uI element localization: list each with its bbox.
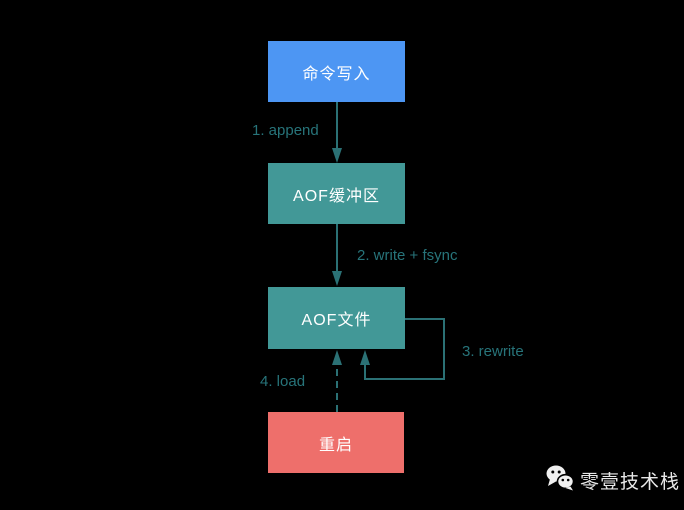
arrow-write-fsync	[332, 224, 342, 286]
node-aof-file-label: AOF文件	[301, 312, 372, 329]
edge-label-append: 1. append	[252, 122, 319, 139]
edge-label-write-fsync: 2. write + fsync	[357, 247, 458, 264]
node-command-write: 命令写入	[268, 41, 405, 102]
node-aof-buffer-label: AOF缓冲区	[293, 187, 380, 205]
node-aof-buffer: AOF缓冲区	[268, 163, 405, 224]
arrow-rewrite-loop	[360, 318, 445, 380]
edge-label-load: 4. load	[260, 373, 306, 390]
watermark: 零壹技术栈	[546, 464, 680, 496]
arrow-load	[332, 350, 342, 412]
edge-label-rewrite: 3. rewrite	[462, 343, 524, 360]
watermark-text: 零壹技术栈	[580, 471, 681, 493]
node-restart-label: 重启	[318, 436, 353, 454]
wechat-icon	[546, 464, 575, 496]
node-command-write-label: 命令写入	[302, 65, 371, 83]
node-restart: 重启	[268, 412, 404, 473]
node-aof-file: AOF文件	[268, 287, 405, 349]
arrow-append	[332, 102, 342, 163]
